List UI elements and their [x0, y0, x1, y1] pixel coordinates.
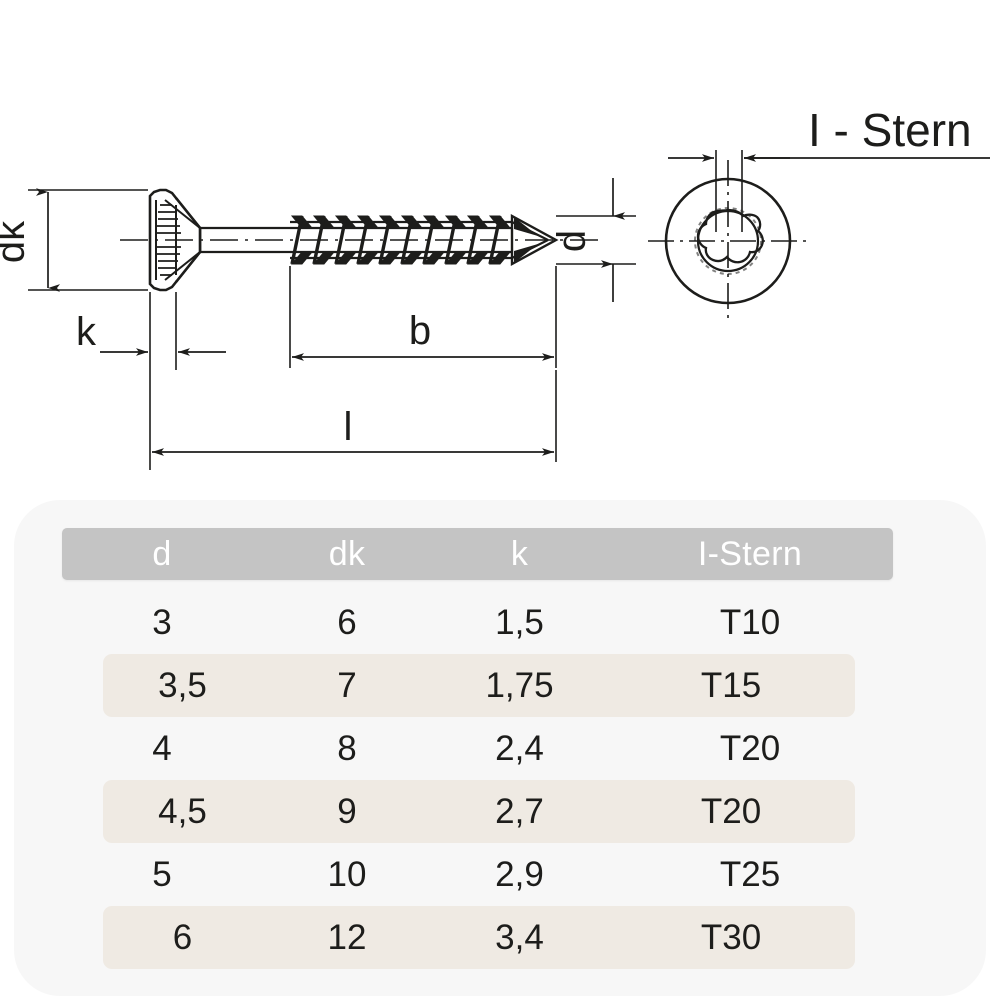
cell-dk: 6 [337, 602, 357, 642]
label-dk: dk [0, 220, 33, 263]
table-row: 5 10 2,9 T25 [62, 843, 893, 906]
torx-top-view [648, 150, 990, 322]
cell-dk: 7 [337, 665, 357, 705]
cell-dk: 12 [327, 917, 367, 957]
cell-d: 4 [152, 728, 172, 768]
cell-d: 3 [152, 602, 172, 642]
table-row: 4,5 9 2,7 T20 [103, 780, 855, 843]
dim-k [100, 292, 226, 470]
column-header-i-stern: I-Stern [697, 534, 803, 573]
table-row: 3 6 1,5 T10 [62, 591, 893, 654]
column-header-d: d [152, 534, 172, 573]
spec-table: d dk k I-Stern 3 6 1,5 T10 3,5 7 1,75 T1… [62, 528, 893, 969]
dim-l [152, 370, 557, 462]
label-d: d [550, 230, 594, 252]
cell-i-stern: T20 [719, 728, 781, 768]
table-row: 3,5 7 1,75 T15 [103, 654, 855, 717]
technical-drawing-svg: dk k b l d I - Stern [0, 104, 990, 470]
cell-k: 3,4 [495, 917, 544, 957]
cell-dk: 9 [337, 791, 357, 831]
cell-i-stern: T15 [700, 665, 762, 705]
dim-d [556, 178, 636, 302]
label-i-stern: I - Stern [808, 104, 972, 156]
cell-k: 1,75 [485, 665, 554, 705]
dim-b [289, 266, 557, 368]
cell-dk: 10 [327, 854, 367, 894]
label-b: b [409, 309, 431, 353]
cell-k: 2,7 [495, 791, 544, 831]
spec-table-panel: d dk k I-Stern 3 6 1,5 T10 3,5 7 1,75 T1… [14, 500, 986, 996]
cell-i-stern: T20 [700, 791, 762, 831]
cell-d: 6 [172, 917, 193, 957]
cell-dk: 8 [337, 728, 357, 768]
column-header-k: k [510, 534, 529, 573]
table-row: 4 8 2,4 T20 [62, 717, 893, 780]
table-row: 6 12 3,4 T30 [103, 906, 855, 969]
dim-dk [28, 188, 148, 292]
column-header-dk: dk [328, 534, 366, 573]
cell-d: 5 [152, 854, 172, 894]
technical-drawing-area: dk k b l d I - Stern [0, 104, 990, 470]
label-k: k [76, 310, 97, 354]
cell-d: 3,5 [158, 665, 207, 705]
label-l: l [344, 405, 353, 449]
cell-k: 2,4 [495, 728, 544, 768]
cell-i-stern: T30 [700, 917, 762, 957]
cell-i-stern: T10 [719, 602, 781, 642]
cell-k: 1,5 [495, 602, 544, 642]
cell-i-stern: T25 [719, 854, 781, 894]
cell-d: 4,5 [158, 791, 207, 831]
table-header-row: d dk k I-Stern [62, 528, 893, 580]
table-body: 3 6 1,5 T10 3,5 7 1,75 T15 4 8 2,4 T20 [62, 591, 893, 969]
screw-side-view [120, 188, 600, 292]
cell-k: 2,9 [495, 854, 544, 894]
